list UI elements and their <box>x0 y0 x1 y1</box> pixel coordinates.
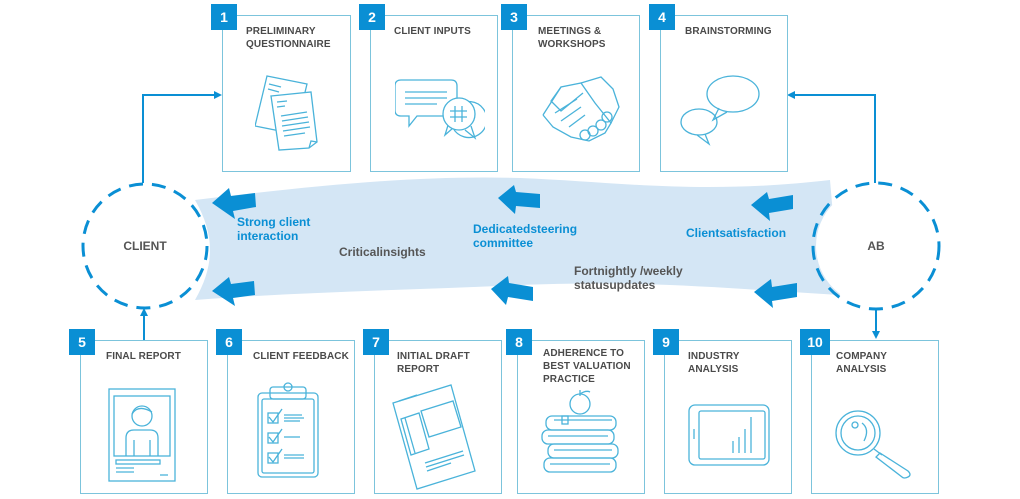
step-number-badge: 9 <box>653 329 679 355</box>
step-number-badge: 1 <box>211 4 237 30</box>
step-card-4: BRAINSTORMING 4 <box>649 4 788 172</box>
step-card-5: FINAL REPORT 5 <box>69 329 208 494</box>
step-title: BRAINSTORMING <box>685 26 772 37</box>
books-apple-icon <box>541 390 619 473</box>
step-card-1: PRELIMINARY QUESTIONNAIRE 1 <box>211 4 351 172</box>
step-title: CLIENT FEEDBACK <box>253 351 349 362</box>
engagement-band <box>195 177 840 300</box>
chat-bubbles-hash-icon <box>395 79 485 140</box>
step-number-badge: 10 <box>800 329 830 355</box>
step-title: PRELIMINARY QUESTIONNAIRE <box>246 26 331 50</box>
flow-arrow-top-right <box>751 192 793 221</box>
label-dedicated-steering-committee: Dedicatedsteering committee <box>473 222 578 250</box>
arrowhead-client <box>140 308 148 316</box>
step-card-2: CLIENT INPUTS 2 <box>359 4 498 172</box>
clipboard-checklist-icon <box>257 382 319 478</box>
step-title: INITIAL DRAFT REPORT <box>397 351 470 375</box>
step-number-badge: 4 <box>649 4 675 30</box>
step-number-badge: 5 <box>69 329 95 355</box>
report-person-icon <box>108 388 176 482</box>
step-title: FINAL REPORT <box>106 351 181 362</box>
step-number-badge: 8 <box>506 329 532 355</box>
flow-arrow-bottom-left <box>212 277 255 306</box>
label-status-updates: Fortnightly /weekly statusupdates <box>574 264 683 292</box>
step-card-10: COMPANY ANALYSIS 10 <box>800 329 939 494</box>
arrowhead-step1 <box>214 91 222 99</box>
step-number-badge: 3 <box>501 4 527 30</box>
documents-icon <box>255 75 318 151</box>
flow-arrow-bottom-right <box>754 279 797 308</box>
speech-bubbles-icon <box>680 75 760 146</box>
draft-document-icon <box>392 384 476 490</box>
step-number-badge: 7 <box>363 329 389 355</box>
client-node-label: CLIENT <box>123 239 167 253</box>
flow-arrow-top-left <box>212 188 256 219</box>
flow-arrow-top-middle <box>498 185 540 214</box>
step-title: COMPANY ANALYSIS <box>836 351 887 375</box>
client-node-circle <box>81 182 209 310</box>
connector-ab-to-step4 <box>793 94 876 183</box>
step-title: MEETINGS & WORKSHOPS <box>538 26 606 50</box>
arrowhead-step4 <box>787 91 795 99</box>
tablet-chart-icon <box>688 404 770 466</box>
label-strong-client-interaction: Strong client interaction <box>237 215 311 243</box>
step-title: ADHERENCE TO BEST VALUATION PRACTICE <box>543 348 631 385</box>
step-title: CLIENT INPUTS <box>394 26 471 37</box>
connector-client-to-step1 <box>142 94 216 183</box>
step-card-7: INITIAL DRAFT REPORT 7 <box>363 329 502 494</box>
step-card-6: CLIENT FEEDBACK 6 <box>216 329 355 494</box>
label-critical-insights: Criticalinsights <box>339 245 426 259</box>
magnifier-icon <box>835 410 911 479</box>
flow-arrow-bottom-middle <box>491 276 533 305</box>
label-client-satisfaction: Clientsatisfaction <box>686 226 787 240</box>
step-title: INDUSTRY ANALYSIS <box>688 351 740 375</box>
handshake-icon <box>542 76 620 142</box>
step-number-badge: 6 <box>216 329 242 355</box>
ab-node-label: AB <box>867 239 885 253</box>
arrowhead-step10 <box>872 331 880 339</box>
step-card-3: MEETINGS & WORKSHOPS 3 <box>501 4 640 172</box>
step-card-9: INDUSTRY ANALYSIS 9 <box>653 329 792 494</box>
step-card-8: ADHERENCE TO BEST VALUATION PRACTICE 8 <box>506 329 645 494</box>
step-number-badge: 2 <box>359 4 385 30</box>
